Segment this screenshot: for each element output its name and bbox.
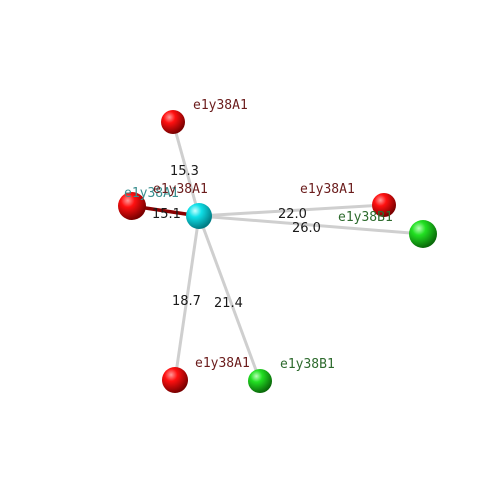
distance-right-red: 22.0 [278,207,307,222]
distance-bottom-red: 18.7 [172,294,201,309]
distance-right-green: 26.0 [292,221,321,236]
label-right-green: e1y38B1 [338,210,393,225]
distance-top: 15.3 [170,164,199,179]
label-center-b: e1y38A1 [153,182,208,197]
label-bottom-green: e1y38B1 [280,357,335,372]
label-center-a: e1y38A1 [124,186,179,201]
bond-right-red [198,203,385,218]
atom-labels: e1y38A1 e1y38A1 e1y38A1 e1y38A1 e1y38B1 … [124,98,393,372]
atom-left [118,192,146,220]
label-top: e1y38A1 [193,98,248,113]
atom-bottom-red [162,367,188,393]
label-bottom-red: e1y38A1 [195,356,250,371]
distance-bottom-green: 21.4 [214,296,243,311]
label-right-red: e1y38A1 [300,182,355,197]
distance-left: 15.1 [152,207,181,222]
atoms [118,110,437,393]
bond-bottom-red [173,215,201,381]
distance-labels: 15.3 15.1 22.0 26.0 18.7 21.4 [152,164,321,311]
bonds [131,121,424,382]
atom-center [186,203,212,229]
bond-right-green [198,214,424,236]
atom-right-green [409,220,437,248]
atom-right-red [372,193,396,217]
bond-top [171,121,201,217]
atom-bottom-green [248,369,272,393]
bond-bottom-green [197,215,262,382]
atom-top [161,110,185,134]
